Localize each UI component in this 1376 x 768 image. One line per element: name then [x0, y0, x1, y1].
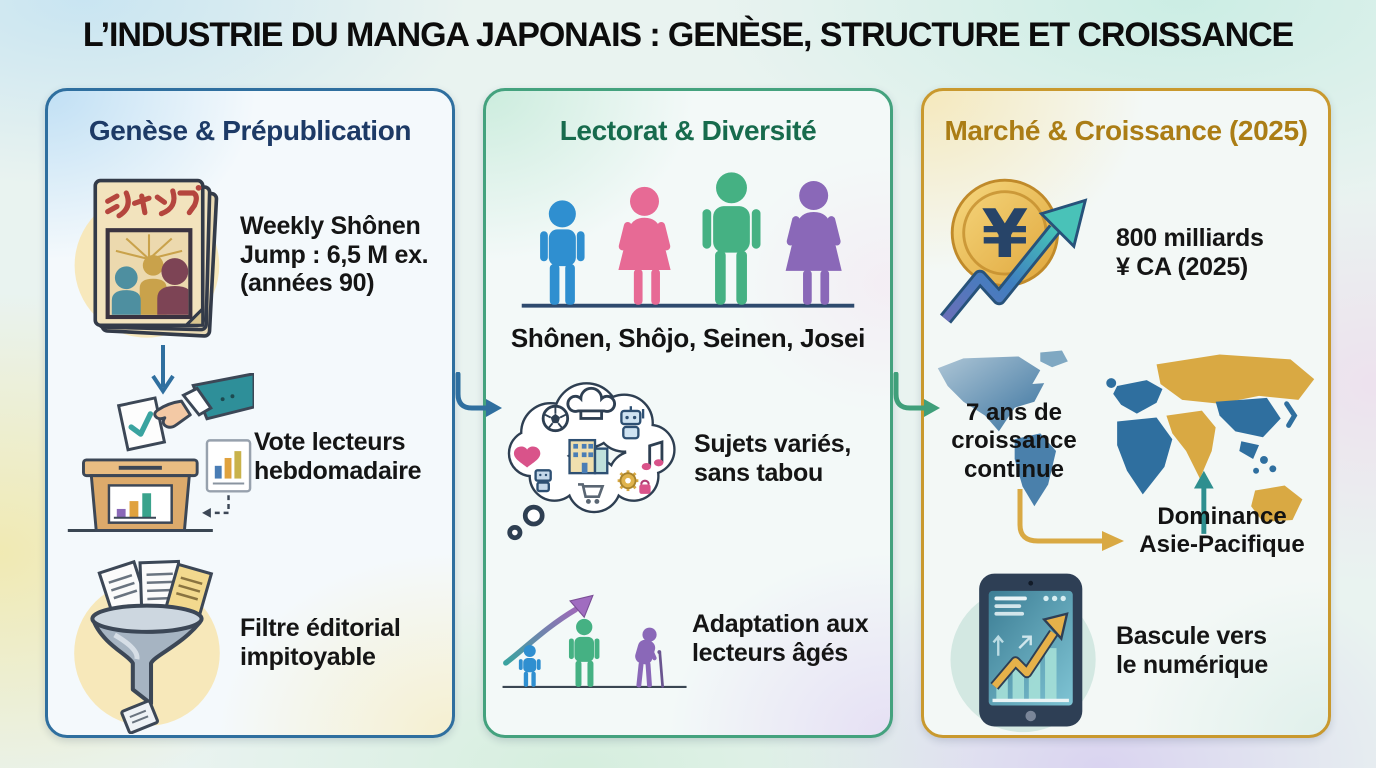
- aging-text: Adaptation aux lecteurs âgés: [692, 610, 869, 667]
- editorial-funnel-icon: [58, 552, 240, 734]
- topics-text: Sujets variés, sans tabou: [694, 430, 852, 487]
- demographics-block: Shônen, Shôjo, Seinen, Josei: [486, 165, 890, 363]
- panel-lectorat: Lectorat & Diversité: [483, 88, 893, 738]
- aging-readers-growth-icon: [496, 554, 692, 724]
- map-block: 7 ans de croissance continue Dominance A…: [924, 350, 1328, 565]
- ballot-vote-icon: [58, 373, 254, 541]
- demographics-caption: Shônen, Shôjo, Seinen, Josei: [510, 323, 866, 353]
- yen-coin-growth-icon: ¥: [934, 170, 1116, 336]
- row-topics: Sujets variés, sans tabou: [486, 369, 890, 549]
- row-aging: Adaptation aux lecteurs âgés: [486, 549, 890, 729]
- panel-genese: Genèse & Prépublication: [45, 88, 455, 738]
- panel-genese-title: Genèse & Prépublication: [88, 115, 412, 146]
- demographics-figures-icon: [521, 172, 855, 308]
- asia-pacific-up-arrow-icon: [1193, 470, 1214, 534]
- down-arrow-icon: [150, 343, 176, 400]
- page-title: L’INDUSTRIE DU MANGA JAPONAIS : GENÈSE, …: [82, 16, 1294, 54]
- revenue-text: 800 milliards ¥ CA (2025): [1116, 224, 1264, 281]
- growth-streak-text: 7 ans de croissance continue: [951, 399, 1077, 483]
- panel-marche: Marché & Croissance (2025): [921, 88, 1331, 738]
- row-vote: Vote lecteurs hebdomadaire: [48, 365, 452, 549]
- panels-row: Genèse & Prépublication: [45, 88, 1331, 738]
- world-map-icon: [937, 350, 1315, 534]
- panel-connector-arrow-2: [893, 372, 940, 417]
- row-revenue: ¥ 800 milliards ¥ CA (2025): [924, 155, 1328, 351]
- jump-text: Weekly Shônen Jump : 6,5 M ex. (années 9…: [240, 211, 429, 298]
- panel-marche-title: Marché & Croissance (2025): [944, 115, 1308, 146]
- growth-elbow-arrow-icon: [1017, 489, 1124, 551]
- filter-text: Filtre éditorial impitoyable: [240, 614, 401, 671]
- panel-connector-arrow-1: [455, 372, 502, 417]
- row-jump: Weekly Shônen Jump : 6,5 M ex. (années 9…: [48, 155, 452, 355]
- row-filter: Filtre éditorial impitoyable: [48, 551, 452, 735]
- panel-lectorat-title: Lectorat & Diversité: [559, 115, 817, 146]
- dominance-text: Dominance Asie-Pacifique: [1139, 503, 1305, 559]
- topics-thought-cloud-icon: [496, 371, 694, 547]
- digital-text: Bascule vers le numérique: [1116, 622, 1268, 679]
- digital-tablet-icon: [934, 566, 1116, 735]
- jump-magazine-icon: [58, 162, 240, 348]
- row-digital: Bascule vers le numérique: [924, 565, 1328, 735]
- vote-text: Vote lecteurs hebdomadaire: [254, 428, 422, 485]
- yen-symbol: ¥: [982, 195, 1029, 273]
